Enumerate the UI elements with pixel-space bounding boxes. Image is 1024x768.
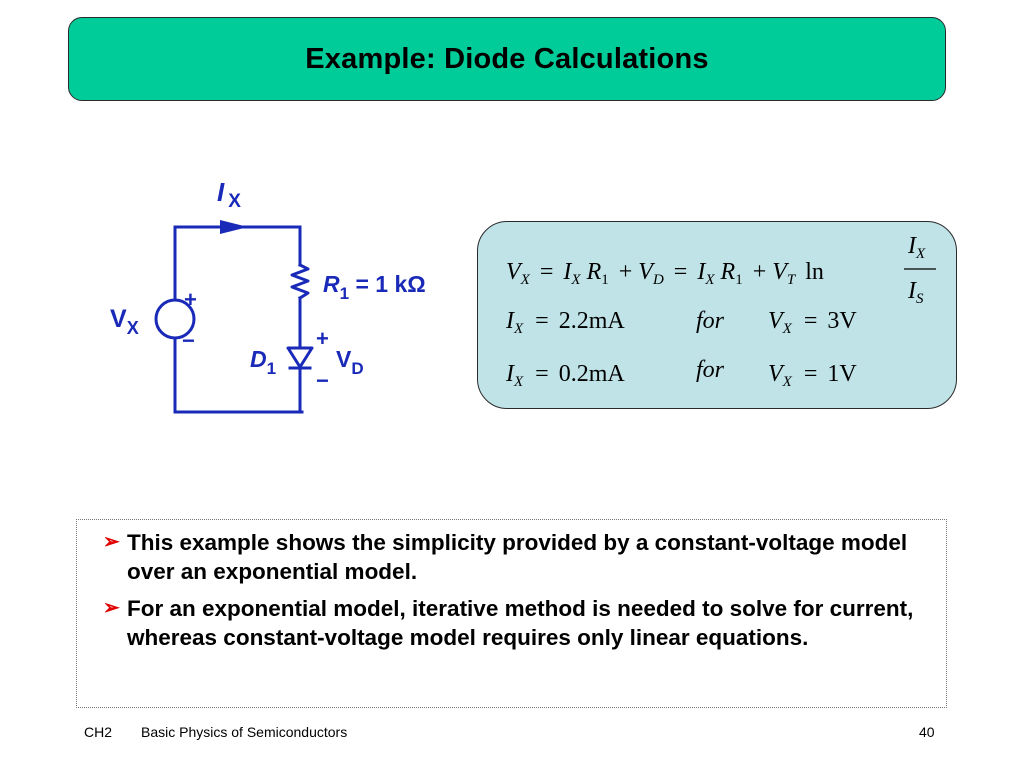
- bullet-text: For an exponential model, iterative meth…: [127, 596, 914, 650]
- diode-triangle: [286, 346, 314, 369]
- equation-line-3: IX = 0.2mA: [505, 361, 625, 392]
- diode-label: D1: [250, 346, 276, 378]
- bullet-item: ➢ For an exponential model, iterative me…: [89, 594, 932, 652]
- voltage-source-symbol: [154, 298, 196, 340]
- equations-svg: VX = IX R1 + VD = IX R1 + VT ln IX IS: [505, 233, 936, 392]
- footer-page-number: 40: [919, 724, 935, 740]
- equation-line-1: VX = IX R1 + VD = IX R1 + VT ln: [506, 259, 824, 290]
- arrow-bullet-icon: ➢: [103, 597, 120, 619]
- source-plus-sign: +: [184, 287, 197, 312]
- equation-panel: VX = IX R1 + VD = IX R1 + VT ln IX IS: [477, 221, 957, 409]
- title-banner: Example: Diode Calculations: [68, 17, 946, 101]
- diode-minus-sign: −: [316, 368, 329, 393]
- condition-2: VX = 3V: [768, 308, 857, 339]
- bullet-item: ➢ This example shows the simplicity prov…: [89, 528, 932, 586]
- for-label-3: for: [696, 357, 725, 383]
- source-voltage-label: VX: [110, 305, 139, 338]
- arrow-bullet-icon: ➢: [103, 531, 120, 553]
- equation-line-2: IX = 2.2mA: [505, 308, 625, 339]
- slide-title: Example: Diode Calculations: [305, 42, 709, 75]
- footer-chapter: CH2: [84, 724, 113, 740]
- resistor-symbol: [290, 262, 310, 301]
- footer-course: Basic Physics of Semiconductors: [141, 724, 348, 740]
- source-minus-sign: −: [182, 328, 195, 353]
- diode-voltage-label: VD: [336, 346, 364, 378]
- current-arrow-icon: [220, 220, 248, 234]
- bullet-text: This example shows the simplicity provid…: [127, 530, 908, 584]
- diode-plus-sign: +: [316, 326, 329, 351]
- fraction-numerator: IX: [907, 233, 926, 262]
- fraction-denominator: IS: [907, 278, 924, 307]
- bullet-list: ➢ This example shows the simplicity prov…: [76, 519, 947, 708]
- resistor-label: R1 = 1 kΩ: [323, 271, 426, 303]
- for-label-2: for: [696, 308, 725, 334]
- condition-3: VX = 1V: [768, 361, 857, 392]
